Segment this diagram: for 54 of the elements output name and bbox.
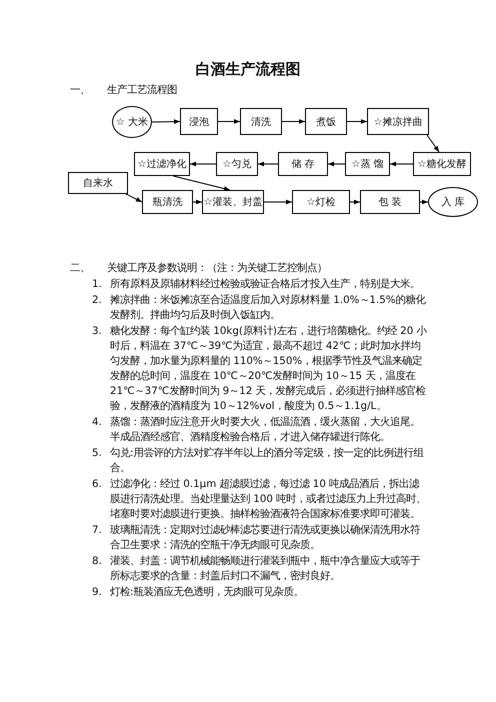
list-item: 蒸馏：蒸酒时应注意开火时要大火，低温流酒，缓火蒸留，大火追尾。半成品酒经感官、酒精度检验合格后，才进入储存罐进行陈化。 <box>110 415 421 445</box>
process-box: 浸泡 <box>180 108 218 135</box>
ellipse-node: 入 库 <box>428 187 478 217</box>
list-number: 4. <box>92 415 102 430</box>
process-box: 清洗 <box>240 108 282 135</box>
list-number: 6. <box>92 477 102 492</box>
process-box: ☆过滤净化 <box>134 152 190 176</box>
section-heading: 关键工序及参数说明：（注：为关键工艺控制点） <box>107 261 327 276</box>
process-box: ☆匀兑 <box>216 152 258 176</box>
list-item: 糖化发酵：每个缸约装 10kg(原料计)左右，进行培菌糖化。约经 20 小时后，料温在 37℃～39℃为适宜，最高不超过 42℃；此时加水拌均匀发酵，加水量为原料量的 110%～150%，根据季节性及气温来确定发酵的总时间，温度在 10℃～20℃发酵时间为 10～15 天，温度在 21℃～37℃发酵时间为 9～12 天，发酵完成后，必须进行抽样感官检验，发酵液的酒精度为 10～12%vol，酸度为 0.5～1.1g/L。 <box>110 324 428 414</box>
arrow <box>328 162 346 166</box>
process-box: ☆灯检 <box>292 190 350 214</box>
list-number: 9. <box>92 585 102 600</box>
list-item: 过滤净化：经过 0.1μm 超滤膜过滤，每过滤 10 吨成品酒后，拆出滤膜进行清洗处理。当处理量达到 100 吨时，或者过滤压力上升过高时、堵塞时要对滤膜进行更换。抽样检验酒液符合国家标准要求即可灌装。 <box>110 477 428 522</box>
list-item: 玻璃瓶清洗：定期对过滤砂棒滤芯要进行清洗或更换以确保清洗用水符合卫生要求：清洗的空瓶干净无肉眼可见杂质。 <box>110 523 421 553</box>
arrow <box>390 162 414 166</box>
list-item: 摊凉拌曲：米饭摊凉至合适温度后加入对原材料量 1.0%～1.5%的糖化发酵剂。拌曲均匀后及时倒入饭缸内。 <box>110 293 427 323</box>
section-number: 二、 <box>70 261 90 276</box>
list-number: 2. <box>92 293 102 308</box>
list-number: 8. <box>92 554 102 569</box>
list-item: 勾兑:用尝评的方法对贮存半年以上的酒分等定级，按一定的比例进行组合。 <box>110 446 425 476</box>
list-number: 1. <box>92 277 102 292</box>
arrow <box>190 162 216 166</box>
list-number: 7. <box>92 523 102 538</box>
arrow <box>346 119 368 124</box>
list-item: 所有原料及原辅材料经过检验或验证合格后才投入生产，特别是大米。 <box>110 277 421 292</box>
arrow <box>282 119 306 124</box>
list-item: 灌装、封盖：调节机械能畅顺进行灌装到瓶中，瓶中净含量应大或等于所标志要求的含量：封盖后封口不漏气，密封良好。 <box>110 554 421 584</box>
arrow <box>218 119 240 124</box>
list-number: 5. <box>92 446 102 461</box>
process-box: 煮饭 <box>305 108 347 135</box>
process-box: 瓶清洗 <box>142 190 193 214</box>
process-box: 包 装 <box>360 190 420 214</box>
list-item: 灯检:瓶装酒应无色透明，无肉眼可见杂质。 <box>110 585 304 600</box>
arrow <box>192 200 202 204</box>
arrow <box>426 134 440 152</box>
arrow <box>420 200 428 204</box>
list-number: 3. <box>92 324 102 339</box>
process-box: ☆灌装、封盖 <box>202 190 264 214</box>
arrow <box>152 119 180 124</box>
arrow <box>258 162 278 166</box>
arrow <box>264 200 292 204</box>
process-box: 自来水 <box>68 172 128 194</box>
arrow <box>126 194 142 202</box>
process-box: 储 存 <box>278 152 328 176</box>
section-heading: 生产工艺流程图 <box>107 83 177 98</box>
section-number: 一、 <box>70 83 90 98</box>
process-box: ☆蒸 馏 <box>345 152 390 176</box>
title: 白酒生产流程图 <box>194 60 302 79</box>
process-box: ☆糖化发酵 <box>413 152 471 176</box>
arrow <box>350 200 360 204</box>
arrow <box>172 176 230 191</box>
ellipse-node: ☆ 大米 <box>112 106 152 138</box>
process-box: ☆摊凉拌曲 <box>367 108 429 135</box>
